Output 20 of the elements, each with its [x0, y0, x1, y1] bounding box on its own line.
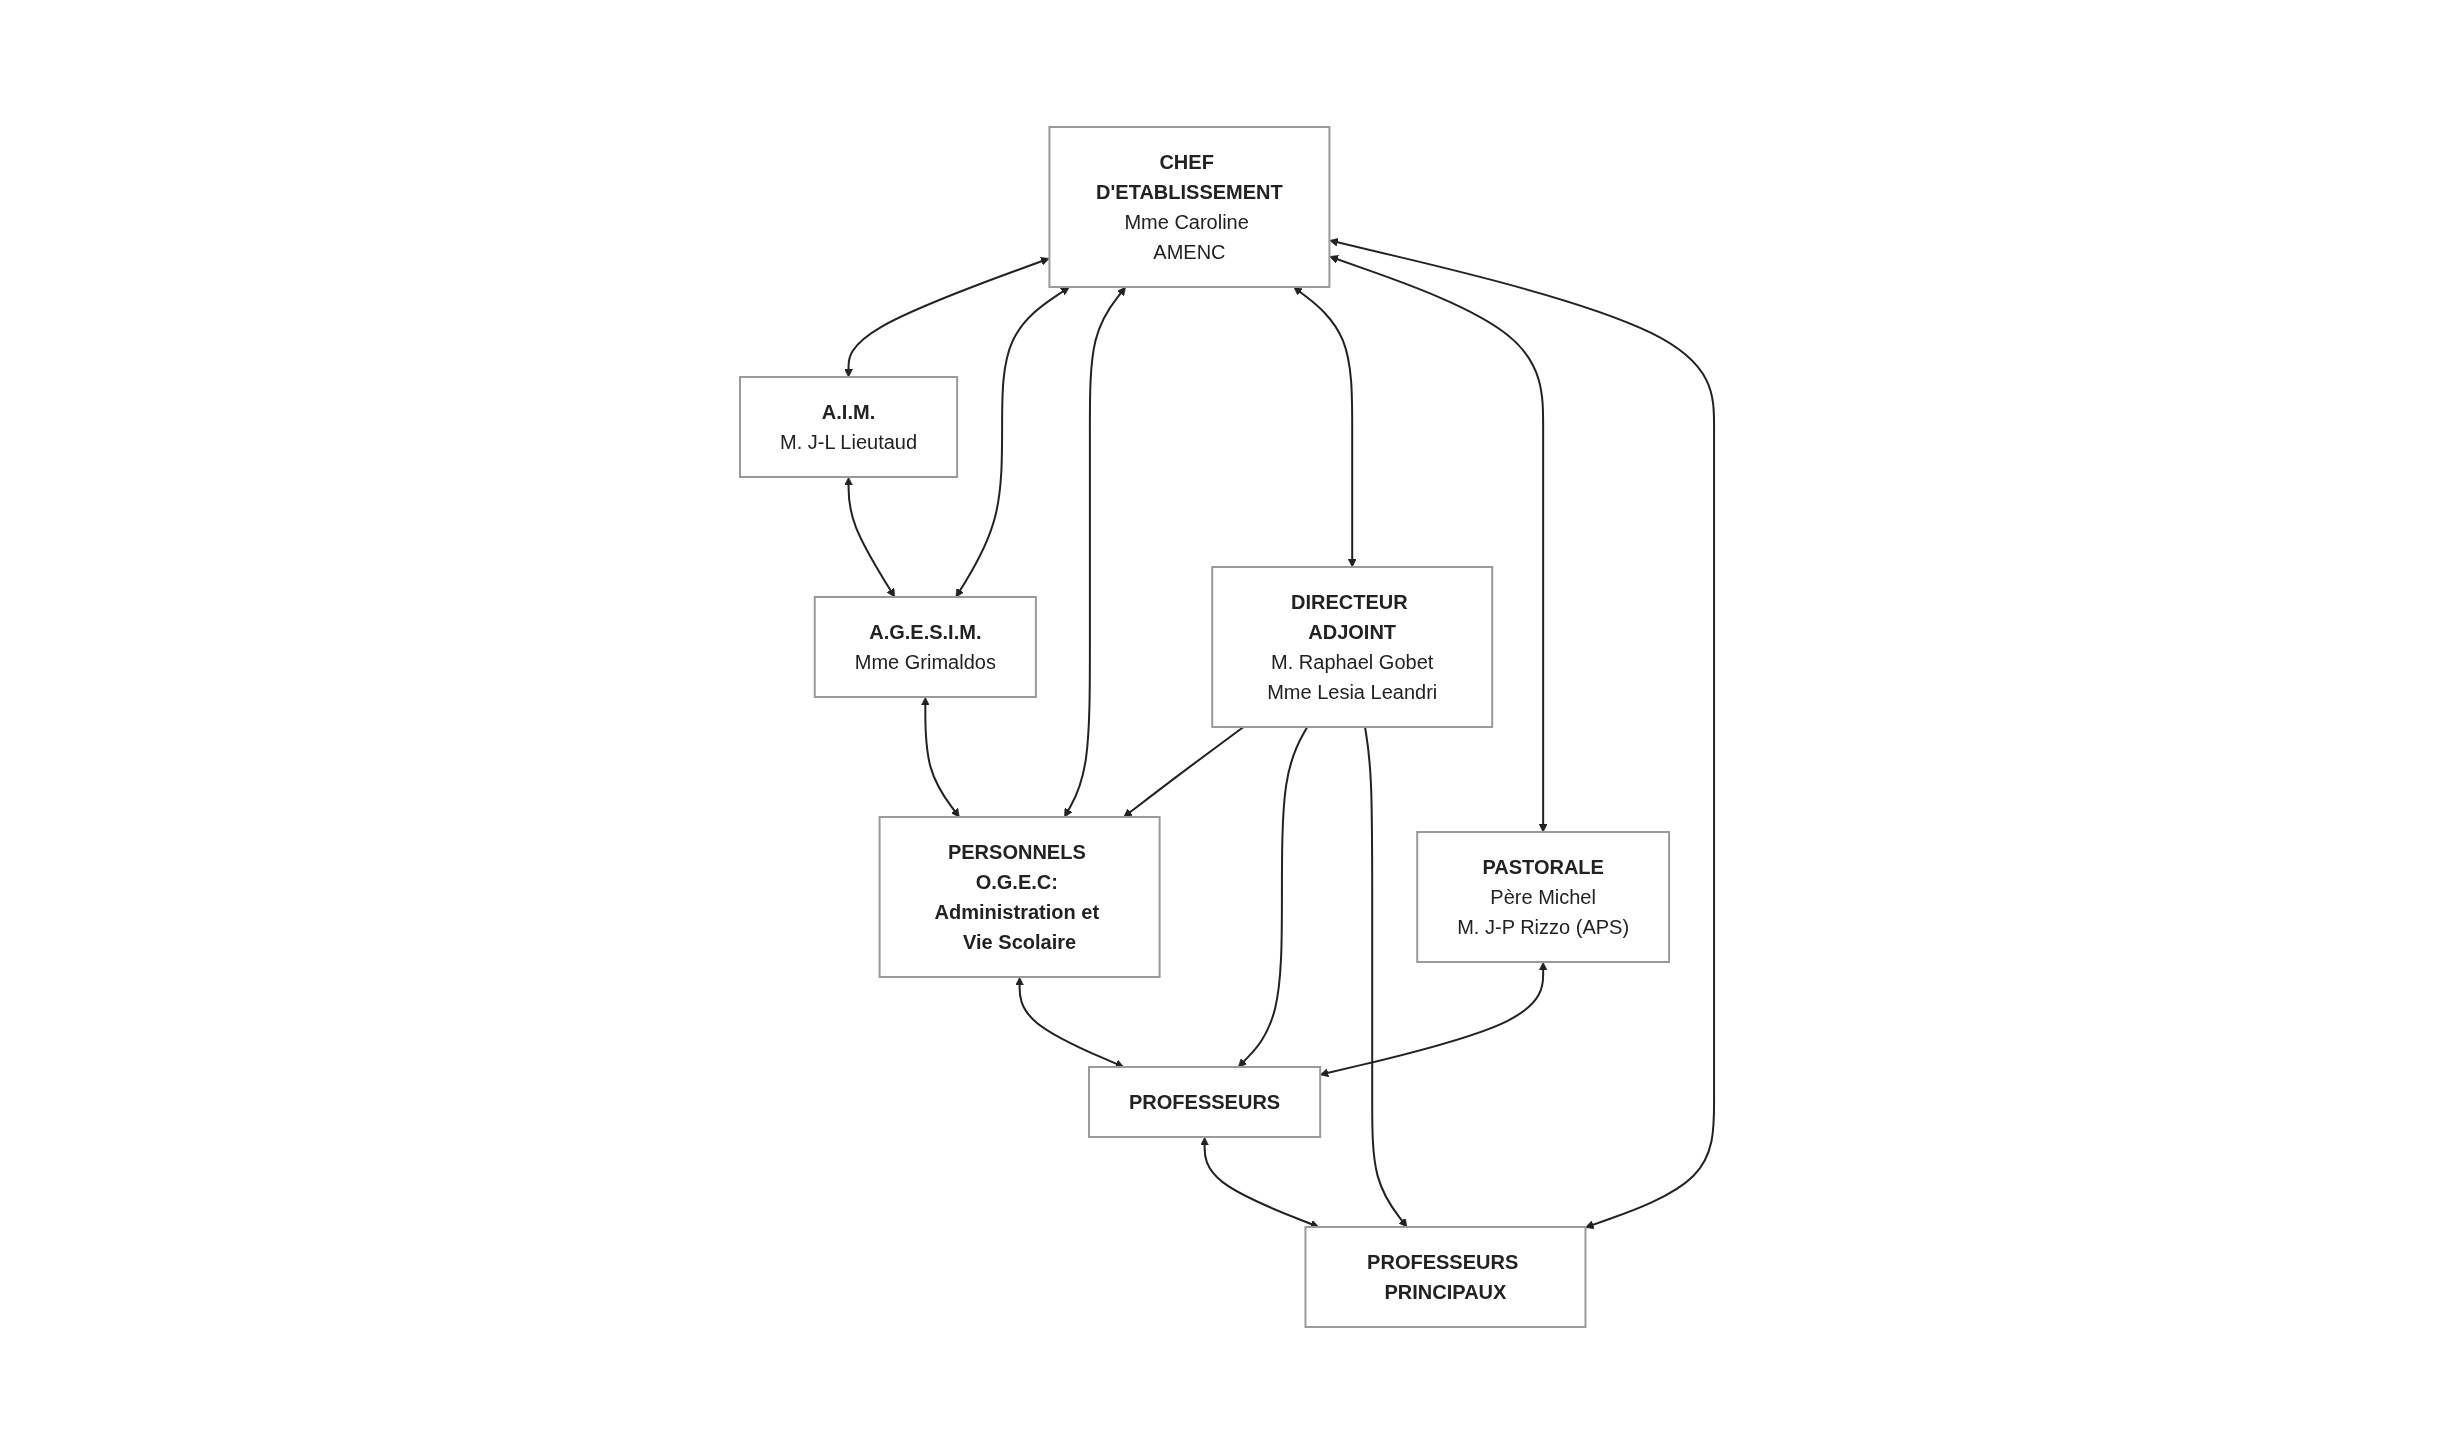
arrow: [1329, 238, 1716, 1229]
node-box: DIRECTEUR ADJOINT M. Raphael Gobet Mme Lesia Leandri: [1211, 566, 1494, 728]
node-box: CHEF D'ETABLISSEMENT Mme Caroline AMENC: [1048, 126, 1331, 288]
arrow: [1015, 977, 1124, 1068]
arrow: [844, 257, 1050, 378]
arrow: [1238, 726, 1309, 1068]
arrow: [920, 697, 960, 818]
node-box: A.G.E.S.I.M. Mme Grimaldos: [813, 596, 1037, 698]
arrow: [1363, 726, 1408, 1228]
node-box: PERSONNELS O.G.E.C: Administration et Vie Scolaire: [878, 816, 1161, 978]
arrow: [1329, 255, 1548, 833]
node-box: PROFESSEURS PRINCIPAUX: [1304, 1226, 1587, 1328]
arrow: [844, 477, 895, 598]
arrow: [1064, 286, 1126, 818]
node-box: A.I.M. M. J-L Lieutaud: [738, 376, 959, 478]
arrow: [955, 286, 1070, 598]
node-box: PASTORALE Père Michel M. J-P Rizzo (APS): [1416, 831, 1671, 963]
arrow: [1123, 726, 1245, 818]
node-box: PROFESSEURS: [1088, 1066, 1322, 1138]
arrow: [1293, 286, 1357, 568]
